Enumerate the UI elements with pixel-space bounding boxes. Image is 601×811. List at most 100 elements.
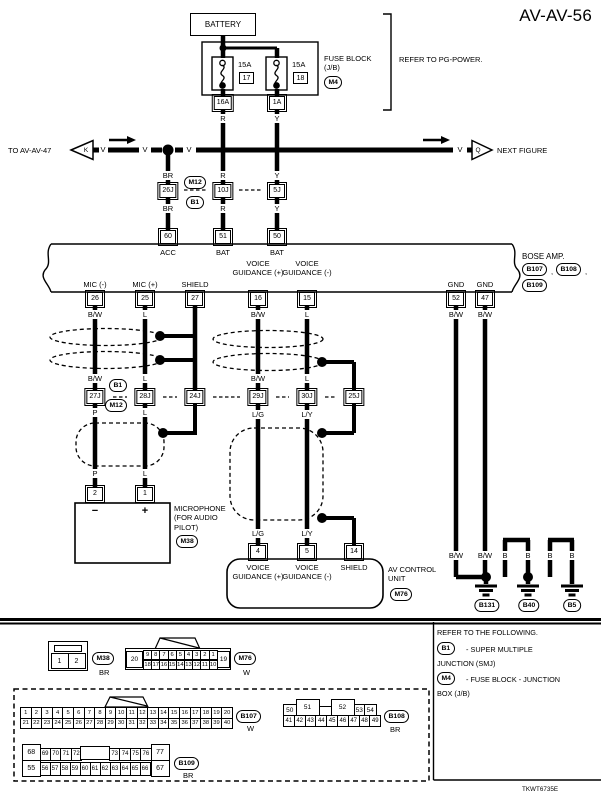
terminal-function: GND	[476, 280, 494, 289]
smj-terminal-28j: 28J	[133, 387, 157, 407]
wire-color: L	[141, 408, 149, 417]
bus-right-connector-letter: Q	[475, 147, 481, 154]
wire-color: L/G	[250, 410, 266, 419]
connector-ref-m12: M12	[184, 176, 207, 189]
connector-ref-b108: B108	[556, 263, 582, 276]
polarity-minus: −	[91, 505, 99, 517]
amp-terminal-27: 27	[184, 289, 206, 309]
smj-terminal-29j: 29J	[246, 387, 270, 407]
pin-cell: 19	[217, 650, 230, 668]
wire-color: L	[303, 310, 311, 319]
ground-ref-b40: B40	[518, 599, 540, 612]
connector-color: BR	[183, 771, 194, 780]
refer-pg-power-note: REFER TO PG-POWER.	[399, 55, 483, 64]
mic-terminal-2: 2	[84, 484, 106, 504]
pin-cell: 51	[295, 699, 320, 716]
terminal-16a: 16A	[211, 93, 235, 113]
connector-ref-b1: B1	[186, 196, 204, 209]
av-terminal-14: 14	[343, 542, 365, 562]
connector-ref-b1: B1	[437, 642, 455, 655]
amp-terminal-51: 51	[212, 227, 234, 247]
note-text: - SUPER MULTIPLE	[466, 645, 533, 654]
wire-color: BR	[161, 204, 175, 213]
wire-color: L/G	[250, 529, 266, 538]
pin-cell: 55	[22, 759, 41, 777]
smj-terminal-27j: 27J	[83, 387, 107, 407]
connector-ref-b107: B107	[236, 710, 262, 723]
connector-ref-b108: B108	[384, 710, 410, 723]
wire-color: P	[90, 469, 100, 478]
pin-cell: 66	[139, 762, 151, 776]
unit-name-microphone: MICROPHONE (FOR AUDIO PILOT)	[174, 504, 226, 532]
wire-color: L/Y	[299, 410, 315, 419]
terminal-function: VOICE GUIDANCE (-)	[282, 259, 332, 277]
fuse-block-label: FUSE BLOCK	[324, 54, 372, 63]
terminal-function: VOICE GUIDANCE (+)	[232, 259, 284, 277]
connector-ref-b107: B107	[522, 263, 548, 276]
wire-color: B/W	[86, 310, 104, 319]
connector-ref-m38: M38	[176, 535, 199, 548]
bus-wire-color-3: V	[184, 145, 194, 154]
bus-wire-color-2: V	[140, 145, 150, 154]
amp-terminal-26: 26	[84, 289, 106, 309]
wire-color: B	[567, 551, 577, 560]
connector-ref-b109: B109	[174, 757, 200, 770]
m38-slot	[54, 645, 82, 652]
figure-code: TKWT6735E	[522, 786, 559, 793]
terminal-function: SHIELD	[340, 563, 368, 572]
note-text: - FUSE BLOCK - JUNCTION	[466, 675, 561, 684]
connector-ref-m12: M12	[105, 399, 128, 412]
pin-cell: 40	[221, 717, 233, 729]
smj-terminal-26j: 26J	[156, 180, 180, 201]
wire-color: Y	[272, 171, 282, 180]
smj-terminal-30j: 30J	[295, 387, 319, 407]
smj-terminal-25j: 25J	[342, 387, 366, 407]
wire-color: R	[218, 204, 228, 213]
wire-color: B	[523, 551, 533, 560]
connector-color: BR	[390, 725, 401, 734]
wire-color: B/W	[249, 374, 267, 383]
connector-color: W	[243, 668, 251, 677]
fuse2-rating: 15A	[292, 60, 306, 69]
amp-terminal-15: 15	[296, 289, 318, 309]
terminal-function: BAT	[269, 248, 285, 257]
wire-color: P	[90, 408, 100, 417]
wire-color: B/W	[447, 551, 465, 560]
av-terminal-5: 5	[296, 542, 318, 562]
bus-left-connector-letter: K	[83, 147, 89, 154]
wire-color: R	[218, 171, 228, 180]
notes-title: REFER TO THE FOLLOWING.	[437, 628, 538, 637]
terminal-function: ACC	[160, 248, 176, 257]
pin-cell: 68	[22, 744, 41, 761]
pin-cell: 67	[150, 759, 170, 777]
pin-cell: 49	[369, 715, 382, 727]
fuse1-rating: 15A	[238, 60, 252, 69]
terminal-function: MIC (-)	[83, 280, 107, 289]
note-text: BOX (J/B)	[437, 689, 470, 698]
amp-terminal-47: 47	[474, 289, 496, 309]
fuse2-number: 18	[293, 72, 308, 84]
terminal-function: MIC (+)	[132, 280, 158, 289]
wire-color-y: Y	[272, 114, 282, 123]
punctuation: ,	[585, 267, 588, 276]
av-terminal-4: 4	[247, 542, 269, 562]
connector-ref-m76: M76	[390, 588, 413, 601]
wire-color: L	[141, 469, 149, 478]
battery-box: BATTERY	[190, 13, 256, 36]
connector-ref-m38: M38	[92, 652, 115, 665]
terminal-function: VOICE GUIDANCE (-)	[282, 563, 332, 581]
connector-ref-b109: B109	[522, 279, 548, 292]
wire-color: B/W	[249, 310, 267, 319]
terminal-function: BAT	[215, 248, 231, 257]
connector-color: W	[247, 724, 255, 733]
b109-blank-cell	[80, 746, 110, 760]
polarity-plus: +	[141, 505, 149, 517]
amp-terminal-16: 16	[247, 289, 269, 309]
smj-terminal-5j: 5J	[266, 180, 288, 201]
punctuation: ,	[551, 267, 554, 276]
